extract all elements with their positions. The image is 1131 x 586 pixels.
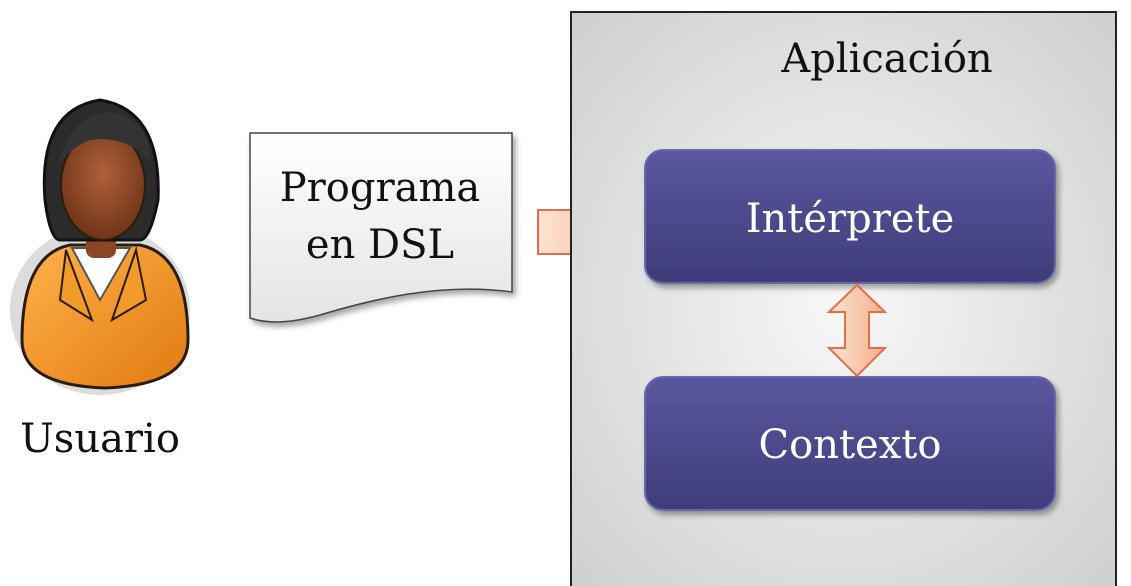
application-title: Aplicación xyxy=(780,36,992,82)
user-label: Usuario xyxy=(20,416,180,462)
interpreter-box xyxy=(644,149,1056,284)
document-shape xyxy=(249,132,513,323)
document-label-line2: en DSL xyxy=(306,222,454,268)
interpreter-label: Intérprete xyxy=(746,196,955,242)
document-label-line1: Programa xyxy=(280,165,480,211)
context-box xyxy=(644,376,1056,511)
context-label: Contexto xyxy=(759,422,942,468)
person-icon xyxy=(10,98,190,395)
